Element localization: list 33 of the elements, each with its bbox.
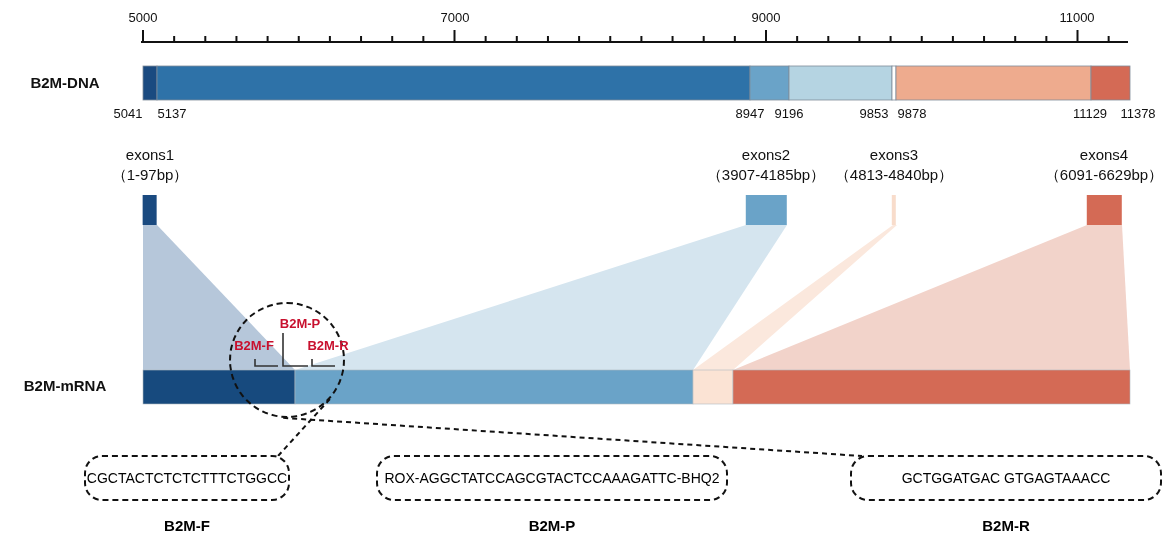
axis-tick-label: 7000: [440, 10, 470, 25]
exon-name: exons4: [1079, 145, 1129, 165]
exon-range: （3907-4185bp）: [706, 165, 826, 185]
track-label: B2M-DNA: [30, 74, 100, 91]
primer-name: B2M-F: [164, 517, 210, 534]
exon-range: （6091-6629bp）: [1044, 165, 1164, 185]
primer-name: B2M-R: [982, 517, 1030, 534]
sequence-box: ROX-AGGCTATCCAGCGTACTCCAAAGATTC-BHQ2: [376, 455, 728, 501]
dashed-connector: [282, 416, 863, 457]
exon-range: （1-97bp）: [111, 165, 189, 185]
position-label: 5137: [157, 106, 187, 121]
primer-label: B2M-P: [279, 316, 321, 331]
axis-tick-label: 5000: [128, 10, 158, 25]
position-label: 5041: [113, 106, 143, 121]
position-label: 8947: [735, 106, 765, 121]
axis-tick-label: 11000: [1059, 10, 1095, 25]
primer-label: B2M-R: [307, 338, 349, 353]
position-label: 11129: [1072, 106, 1108, 121]
exon-name: exons2: [741, 145, 791, 165]
exon-range: （4813-4840bp）: [834, 165, 954, 185]
exon-name: exons1: [125, 145, 175, 165]
dashed-connector: [277, 398, 331, 457]
primer-name: B2M-P: [528, 517, 576, 534]
position-label: 11378: [1120, 106, 1156, 121]
exon-name: exons3: [869, 145, 919, 165]
primer-label: B2M-F: [234, 338, 274, 353]
track-label: B2M-mRNA: [23, 377, 107, 394]
position-label: 9853: [859, 106, 889, 121]
sequence-box: CGCTACTCTCTCTTTCTGGCC: [84, 455, 290, 501]
position-label: 9196: [774, 106, 804, 121]
position-label: 9878: [897, 106, 927, 121]
sequence-box: GCTGGATGAC GTGAGTAAACC: [850, 455, 1162, 501]
axis-tick-label: 9000: [751, 10, 781, 25]
